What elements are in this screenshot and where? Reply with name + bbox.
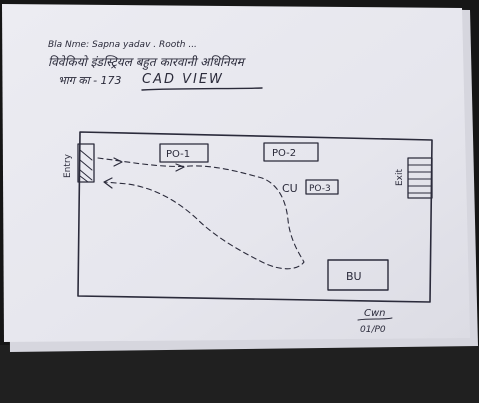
paper-sheet [2, 4, 470, 342]
entry-label: Entry [63, 153, 73, 178]
heading-underline [141, 87, 263, 91]
hindi-line-1: विवेकियो इंडस्ट्रियल बहुत कारवानी अधिनिय… [48, 55, 247, 70]
po2-box [263, 142, 319, 162]
po1-box [159, 143, 209, 163]
entry-door [77, 143, 95, 183]
path-to-po1 [97, 157, 305, 270]
hindi-line-2: भाग का - 173 [58, 74, 122, 87]
signature-underline [357, 317, 393, 321]
exit-door [407, 157, 433, 199]
arrow-head-mid [175, 163, 185, 172]
po3-label: PO-3 [309, 184, 331, 194]
po1-label: PO-1 [166, 149, 190, 160]
table-shadow [0, 345, 479, 403]
paper-top-line: Bla Nme: Sapna yadav . Rooth ... [48, 40, 197, 50]
arrow-head-right [113, 157, 123, 167]
exit-label: Exit [395, 168, 405, 186]
signature-line-1: Cwn [364, 308, 386, 319]
po3-box [305, 179, 339, 195]
cad-view-heading: CAD VIEW [142, 72, 224, 87]
cu-label: CU [282, 182, 298, 195]
plan-outline [77, 131, 433, 303]
entry-door-hatch [79, 149, 93, 183]
exit-door-hatch [407, 164, 433, 194]
bu-label: BU [346, 270, 362, 283]
signature-line-2: 01/P0 [360, 325, 386, 335]
po2-label: PO-2 [272, 148, 296, 159]
bu-box [327, 259, 389, 291]
arrow-head-left [103, 177, 113, 189]
